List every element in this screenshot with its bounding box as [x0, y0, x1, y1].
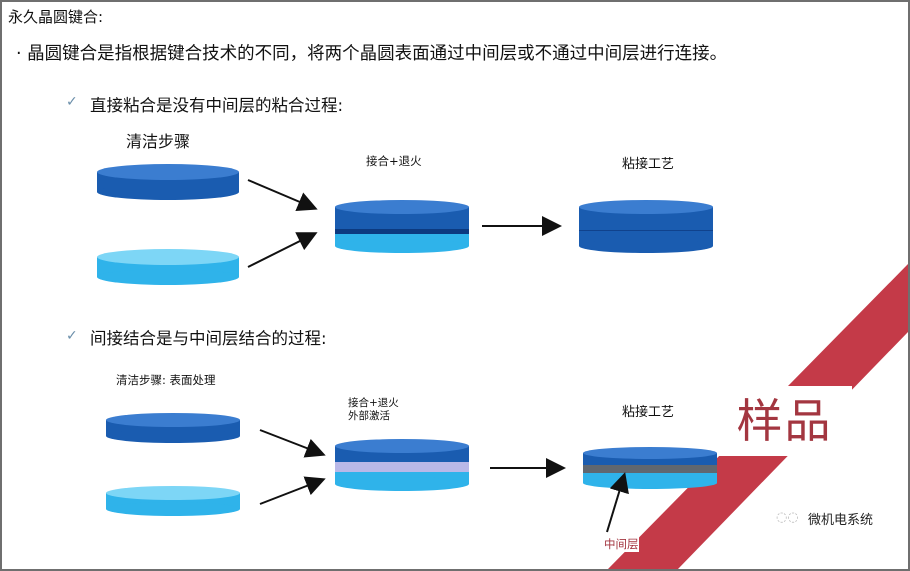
section2-heading: 间接结合是与中间层结合的过程: — [90, 329, 327, 348]
checkmark-icon: ✓ — [66, 328, 78, 344]
intermediate-layer-label: 中间层 — [604, 536, 639, 552]
checkmark-icon: ✓ — [66, 94, 78, 110]
bonded-stack-direct — [335, 200, 469, 253]
watermark-text: 微机电系统 — [808, 513, 874, 528]
wafer-light-bottom — [97, 249, 239, 285]
wechat-icon: ◌◌ — [776, 510, 799, 525]
interlayer-pointer-arrow — [606, 472, 629, 533]
watermark: ◌◌ 微机电系统 — [762, 502, 892, 536]
bullet-text: · 晶圆键合是指根据键合技术的不同，将两个晶圆表面通过中间层或不通过中间层进行连… — [16, 44, 728, 64]
wafer-light-bottom-2 — [106, 486, 240, 516]
arrow-bottom-to-bond-2 — [259, 476, 326, 505]
result-stack-indirect — [583, 447, 717, 489]
section1-step3-label: 粘接工艺 — [622, 157, 675, 172]
arrow-bottom-to-bond — [247, 232, 318, 268]
bonded-stack-indirect — [335, 439, 469, 491]
section2-step2-label-line2: 外部激活 — [348, 410, 390, 422]
wafer-dark-top-2 — [106, 413, 240, 443]
page-title: 永久晶圆键合: — [8, 8, 104, 26]
arrow-top-to-bond — [247, 179, 318, 211]
section2-step3-label: 粘接工艺 — [622, 405, 675, 420]
sample-stamp: 样品 — [717, 386, 852, 456]
section1-step1-label: 清洁步骤 — [126, 132, 191, 151]
wafer-dark-top — [97, 164, 239, 200]
section2-step1-label: 清洁步骤: 表面处理 — [116, 373, 216, 387]
section2-step2-label-line1: 接合+退火 — [348, 397, 399, 409]
arrow-top-to-bond-2 — [259, 429, 326, 458]
section1-heading: 直接粘合是没有中间层的粘合过程: — [90, 96, 344, 115]
section1-step2-label: 接合+退火 — [366, 154, 422, 168]
result-stack-direct — [579, 200, 713, 253]
